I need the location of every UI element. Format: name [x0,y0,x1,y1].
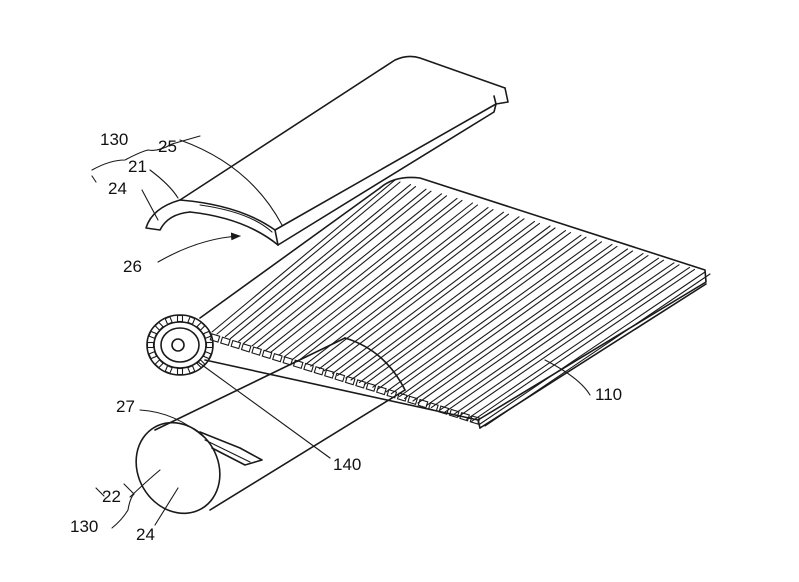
drum-tooth [196,321,206,331]
slat-line [452,262,675,416]
chain-link [459,411,470,422]
chain-link [220,336,231,347]
slat-line [224,184,412,338]
roller-drum [146,314,214,376]
chain-link [365,382,377,392]
slat-line [363,232,572,386]
slat-line [270,199,463,353]
slat-line [278,202,474,356]
slat-line [350,227,556,381]
slat-line [444,259,665,413]
slat-line [457,264,680,418]
label-25: 25 [158,137,177,156]
slat-line [439,257,660,411]
slat-line [372,234,582,388]
slat-line [471,268,696,422]
drum-tooth [154,359,164,369]
slat-line [305,211,505,365]
chain-link [396,392,408,402]
slat-line [283,204,479,358]
drum-tooth [164,316,173,325]
bottom-tube [135,337,406,515]
slat-line [216,181,401,335]
slat-line [243,190,432,344]
chain-link [334,372,346,383]
label-27: 27 [116,397,135,416]
slat-line [296,209,494,363]
chain-link [438,405,450,415]
chain-link [376,385,387,396]
label-24-bottom: 24 [136,525,155,544]
top-cover [145,55,509,246]
drum-tooth [205,341,214,349]
slat-line [251,193,443,347]
slat-line [229,186,417,340]
slat-line [310,213,510,367]
chain-link [428,402,439,412]
slat-line [412,248,629,402]
slat-line [256,195,448,349]
slat-line [404,245,618,399]
slat-line [238,188,427,342]
label-24-top: 24 [108,179,127,198]
slat-line [399,243,613,397]
chain-link [240,343,252,353]
drum-tooth [146,341,155,349]
label-110: 110 [595,385,622,404]
label-140: 140 [333,455,361,474]
chain-link [313,366,325,376]
chain-link [407,395,418,406]
drum-tooth [176,367,184,376]
slat-line [466,266,691,420]
slat-line [211,179,396,333]
chain-link [344,375,356,386]
leader-lines [91,135,591,529]
chain-link [303,362,314,373]
label-130-bottom: 130 [70,517,98,536]
label-130-top: 130 [100,130,128,149]
drum-tooth [187,365,196,374]
slat-line [358,230,567,384]
slat-line [377,236,587,390]
chain-link [324,369,335,379]
slat-panel [211,179,711,427]
drum-tooth [176,314,184,323]
chain-link [282,356,294,366]
hinge-chain [209,333,481,425]
chain-link [251,346,262,356]
slat-panel-outline [199,176,707,429]
chain-link [230,339,242,350]
slat-line [417,250,634,404]
slat-line [345,225,551,379]
slat-line [318,216,520,370]
label-26: 26 [123,257,142,276]
chain-link [417,398,429,409]
drum-tooth [202,330,212,340]
slat-line [479,271,706,425]
slat-line [430,255,649,409]
chain-link [355,379,366,389]
chain-link [272,352,283,363]
slat-line [291,207,489,361]
slat-line [265,197,458,351]
drum-tooth [154,321,164,331]
drum-tooth [148,330,158,340]
label-22: 22 [102,487,121,506]
drum-tooth [202,350,212,360]
slat-line [390,241,603,395]
drum-tooth [187,316,196,325]
drum-tooth [164,365,173,374]
slat-line [385,239,598,393]
chain-link [261,349,273,360]
label-21: 21 [128,157,147,176]
chain-link [448,408,460,419]
slat-line [323,218,525,372]
slat-line [425,253,644,407]
drum-tooth [148,350,158,360]
chain-link [469,415,481,425]
